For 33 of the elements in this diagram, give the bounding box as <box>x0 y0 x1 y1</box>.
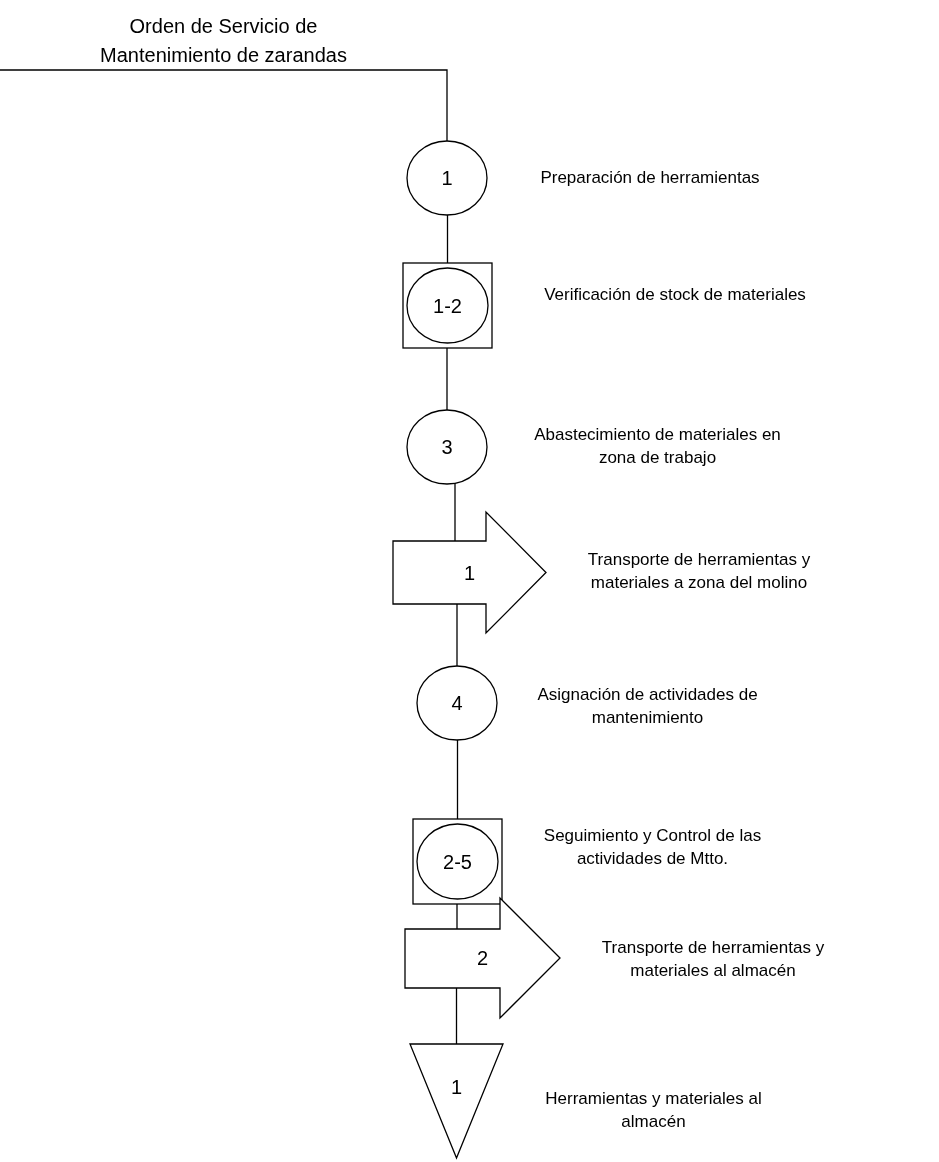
operation-circle <box>407 410 487 484</box>
connector-line <box>0 69 448 142</box>
connector-line <box>456 603 458 667</box>
combined-operation-inspection-symbol <box>413 819 502 904</box>
step-description: Verificación de stock de materiales <box>543 283 807 306</box>
connector-line <box>446 214 449 264</box>
connector-line <box>456 903 458 930</box>
transport-arrow-symbol <box>393 512 546 633</box>
storage-triangle-symbol <box>410 1044 503 1158</box>
connector-line <box>454 482 456 542</box>
step-description: Asignación de actividades de mantenimiento <box>536 684 759 729</box>
step-number: 1 <box>463 560 476 586</box>
connector-line <box>446 347 448 411</box>
step-description: Abastecimiento de materiales en zona de trabajo <box>533 424 782 469</box>
step-number: 3 <box>441 435 453 460</box>
step-number: 1 <box>450 1075 463 1101</box>
step-number: 1 <box>441 166 453 191</box>
step-description: Herramientas y materiales al almacén <box>544 1088 763 1133</box>
connector-line <box>455 987 458 1045</box>
title-text: Orden de Servicio de Mantenimiento de zarandas <box>99 14 348 68</box>
operation-circle <box>417 666 497 740</box>
step-number: 2 <box>476 946 489 971</box>
combined-operation-inspection-symbol <box>403 263 492 348</box>
step-description: Seguimiento y Control de las actividades de Mtto. <box>542 825 763 870</box>
step-description: Transporte de herramientas y materiales a zona del molino <box>586 549 812 594</box>
step-description: Preparación de herramientas <box>539 166 761 189</box>
step-number: 2-5 <box>443 849 472 875</box>
transport-arrow-symbol <box>405 898 560 1018</box>
step-description: Transporte de herramientas y materiales al almacén <box>600 937 826 982</box>
operation-circle <box>407 141 487 215</box>
step-number: 1-2 <box>433 293 462 319</box>
connector-line <box>456 739 459 820</box>
step-number: 4 <box>451 691 463 716</box>
